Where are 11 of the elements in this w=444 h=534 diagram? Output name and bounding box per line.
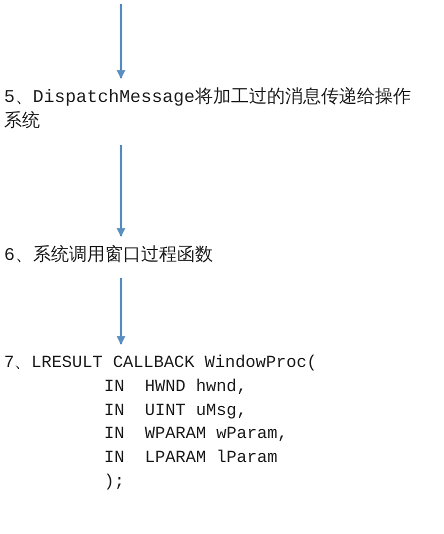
step-text: 5、DispatchMessage将加工过的消息传递给操作系统 xyxy=(4,86,412,134)
step-text: 6、系统调用窗口过程函数 xyxy=(4,244,214,268)
code-line: IN LPARAM lParam xyxy=(104,448,278,470)
code-line: IN HWND hwnd, xyxy=(104,376,248,399)
arrow xyxy=(116,4,126,79)
arrow xyxy=(116,145,126,237)
code-line: 7、LRESULT CALLBACK WindowProc( xyxy=(4,353,318,375)
code-line: ); xyxy=(104,472,126,494)
code-line: IN UINT uMsg, xyxy=(104,400,248,423)
code-line: IN WPARAM wParam, xyxy=(104,424,289,446)
arrow xyxy=(116,278,126,345)
